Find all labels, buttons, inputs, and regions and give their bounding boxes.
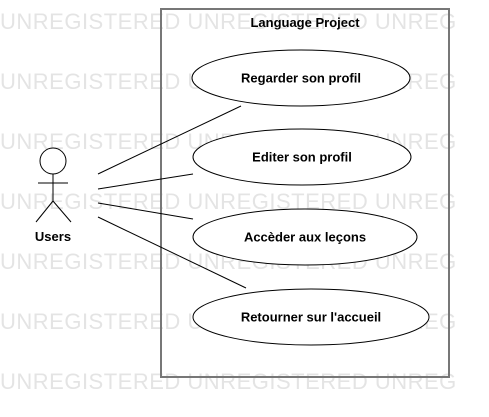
use-case-editer-profil[interactable]: Editer son profil bbox=[192, 128, 412, 186]
use-case-label: Regarder son profil bbox=[241, 71, 361, 86]
use-case-ellipse[interactable] bbox=[192, 208, 418, 266]
association-line[interactable] bbox=[97, 202, 194, 220]
use-case-retourner-accueil[interactable]: Retourner sur l'accueil bbox=[192, 288, 430, 346]
use-case-ellipse[interactable] bbox=[192, 128, 412, 186]
use-case-label: Editer son profil bbox=[252, 150, 352, 165]
use-case-regarder-profil[interactable]: Regarder son profil bbox=[191, 49, 411, 107]
use-case-label: Retourner sur l'accueil bbox=[241, 310, 381, 325]
system-boundary[interactable] bbox=[160, 8, 450, 378]
watermark-text-row: UNREGISTERED UNREGISTERED UNREG bbox=[0, 369, 457, 394]
association-line[interactable] bbox=[97, 105, 242, 175]
use-case-acceder-lecons[interactable]: Accèder aux leçons bbox=[192, 208, 418, 266]
use-case-ellipse[interactable] bbox=[192, 288, 430, 346]
association-line[interactable] bbox=[97, 173, 194, 190]
association-line[interactable] bbox=[97, 216, 247, 289]
watermark-text-row: UNREGISTERED UNREGISTERED UNREG bbox=[0, 9, 457, 34]
actor-label: Users bbox=[35, 229, 71, 244]
actor-users[interactable]: Users bbox=[35, 147, 72, 244]
associations bbox=[97, 105, 247, 289]
use-case-label: Accèder aux leçons bbox=[244, 230, 366, 245]
actor-stick-figure-icon bbox=[35, 147, 72, 223]
watermark-text-row: UNREGISTERED UNREGISTERED UNREG bbox=[0, 189, 457, 214]
use-case-ellipse[interactable] bbox=[191, 49, 411, 107]
system-title: Language Project bbox=[250, 15, 360, 30]
